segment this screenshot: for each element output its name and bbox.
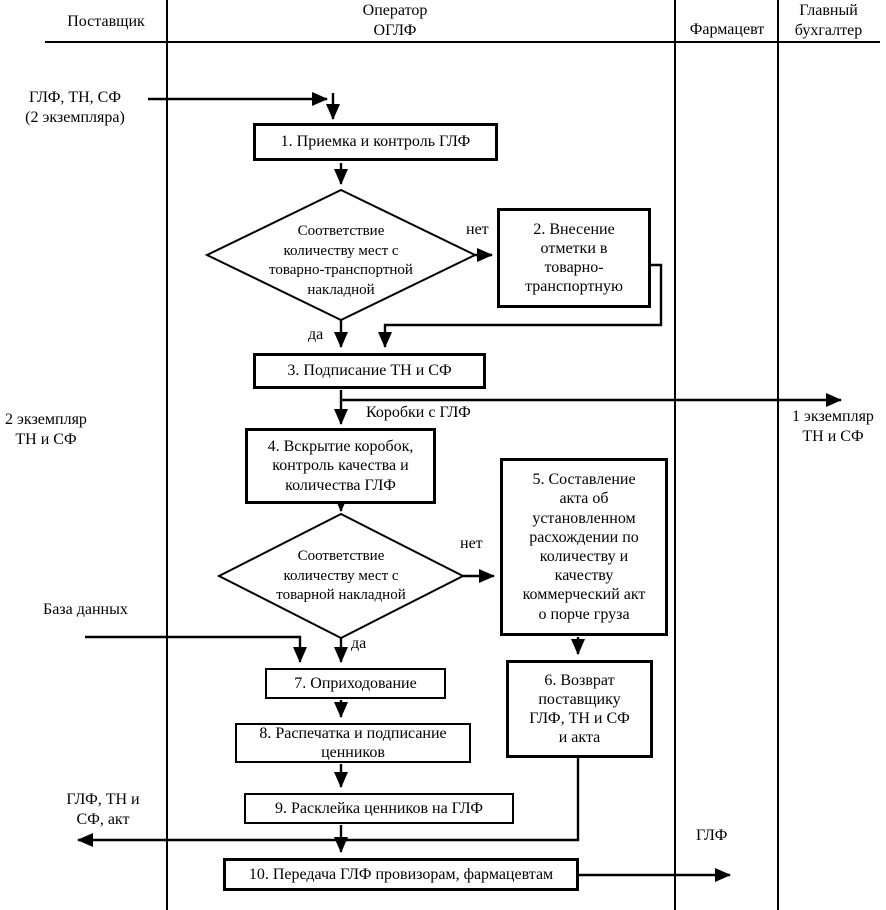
arrow-database-to-step7 [85,635,307,663]
process-box-5: 5. Составление акта об установленном рас… [500,458,668,636]
process-box-9: 9. Расклейка ценников на ГЛФ [244,793,514,824]
arrow-step2-return-to-step3 [378,263,663,348]
decision-1-label: Соответствие количеству мест с товарно-т… [269,223,413,298]
decision-2-label: Соответствие количеству мест с товарной … [276,548,406,603]
lane-header-operator: Оператор ОГЛФ [362,2,428,39]
flow-label-database: База данных [43,601,128,618]
flow-label-copy1: 1 экземпляр ТН и СФ [792,408,874,445]
process-box-2: 2. Внесение отметки в товарно- транспорт… [497,208,651,308]
process-box-7: 7. Оприходование [265,668,446,699]
flow-label-supplier-docs: ГЛФ, ТН, СФ (2 экземпляра) [25,89,125,126]
lane-header-accountant: Главный бухгалтер [794,2,863,39]
lane-header-supplier: Поставщик [67,13,145,30]
lane-header-pharmacist: Фармацевт [689,21,765,38]
flow-label-boxes-glf: Коробки с ГЛФ [366,404,471,421]
process-box-4: 4. Вскрытие коробок, контроль качества и… [245,428,436,504]
decision-2-no-label: нет [460,535,483,552]
process-box-10: 10. Передача ГЛФ провизорам, фармацевтам [223,858,579,891]
process-box-6: 6. Возврат поставщику ГЛФ, ТН и СФ и акт… [506,660,653,758]
flow-label-glf: ГЛФ [696,827,728,844]
flow-label-copy2: 2 экземпляр ТН и СФ [5,411,87,448]
arrow-step6-return-to-supplier [77,757,580,847]
process-box-3: 3. Подписание ТН и СФ [253,353,486,389]
process-box-8: 8. Распечатка и подписание ценников [235,723,471,763]
decision-1-no-label: нет [466,221,489,238]
process-box-1: 1. Приемка и контроль ГЛФ [253,123,498,161]
flow-label-return-docs: ГЛФ, ТН и СФ, акт [66,791,140,828]
decision-1-yes-label: да [308,326,324,343]
decision-2-yes-label: да [351,635,367,652]
